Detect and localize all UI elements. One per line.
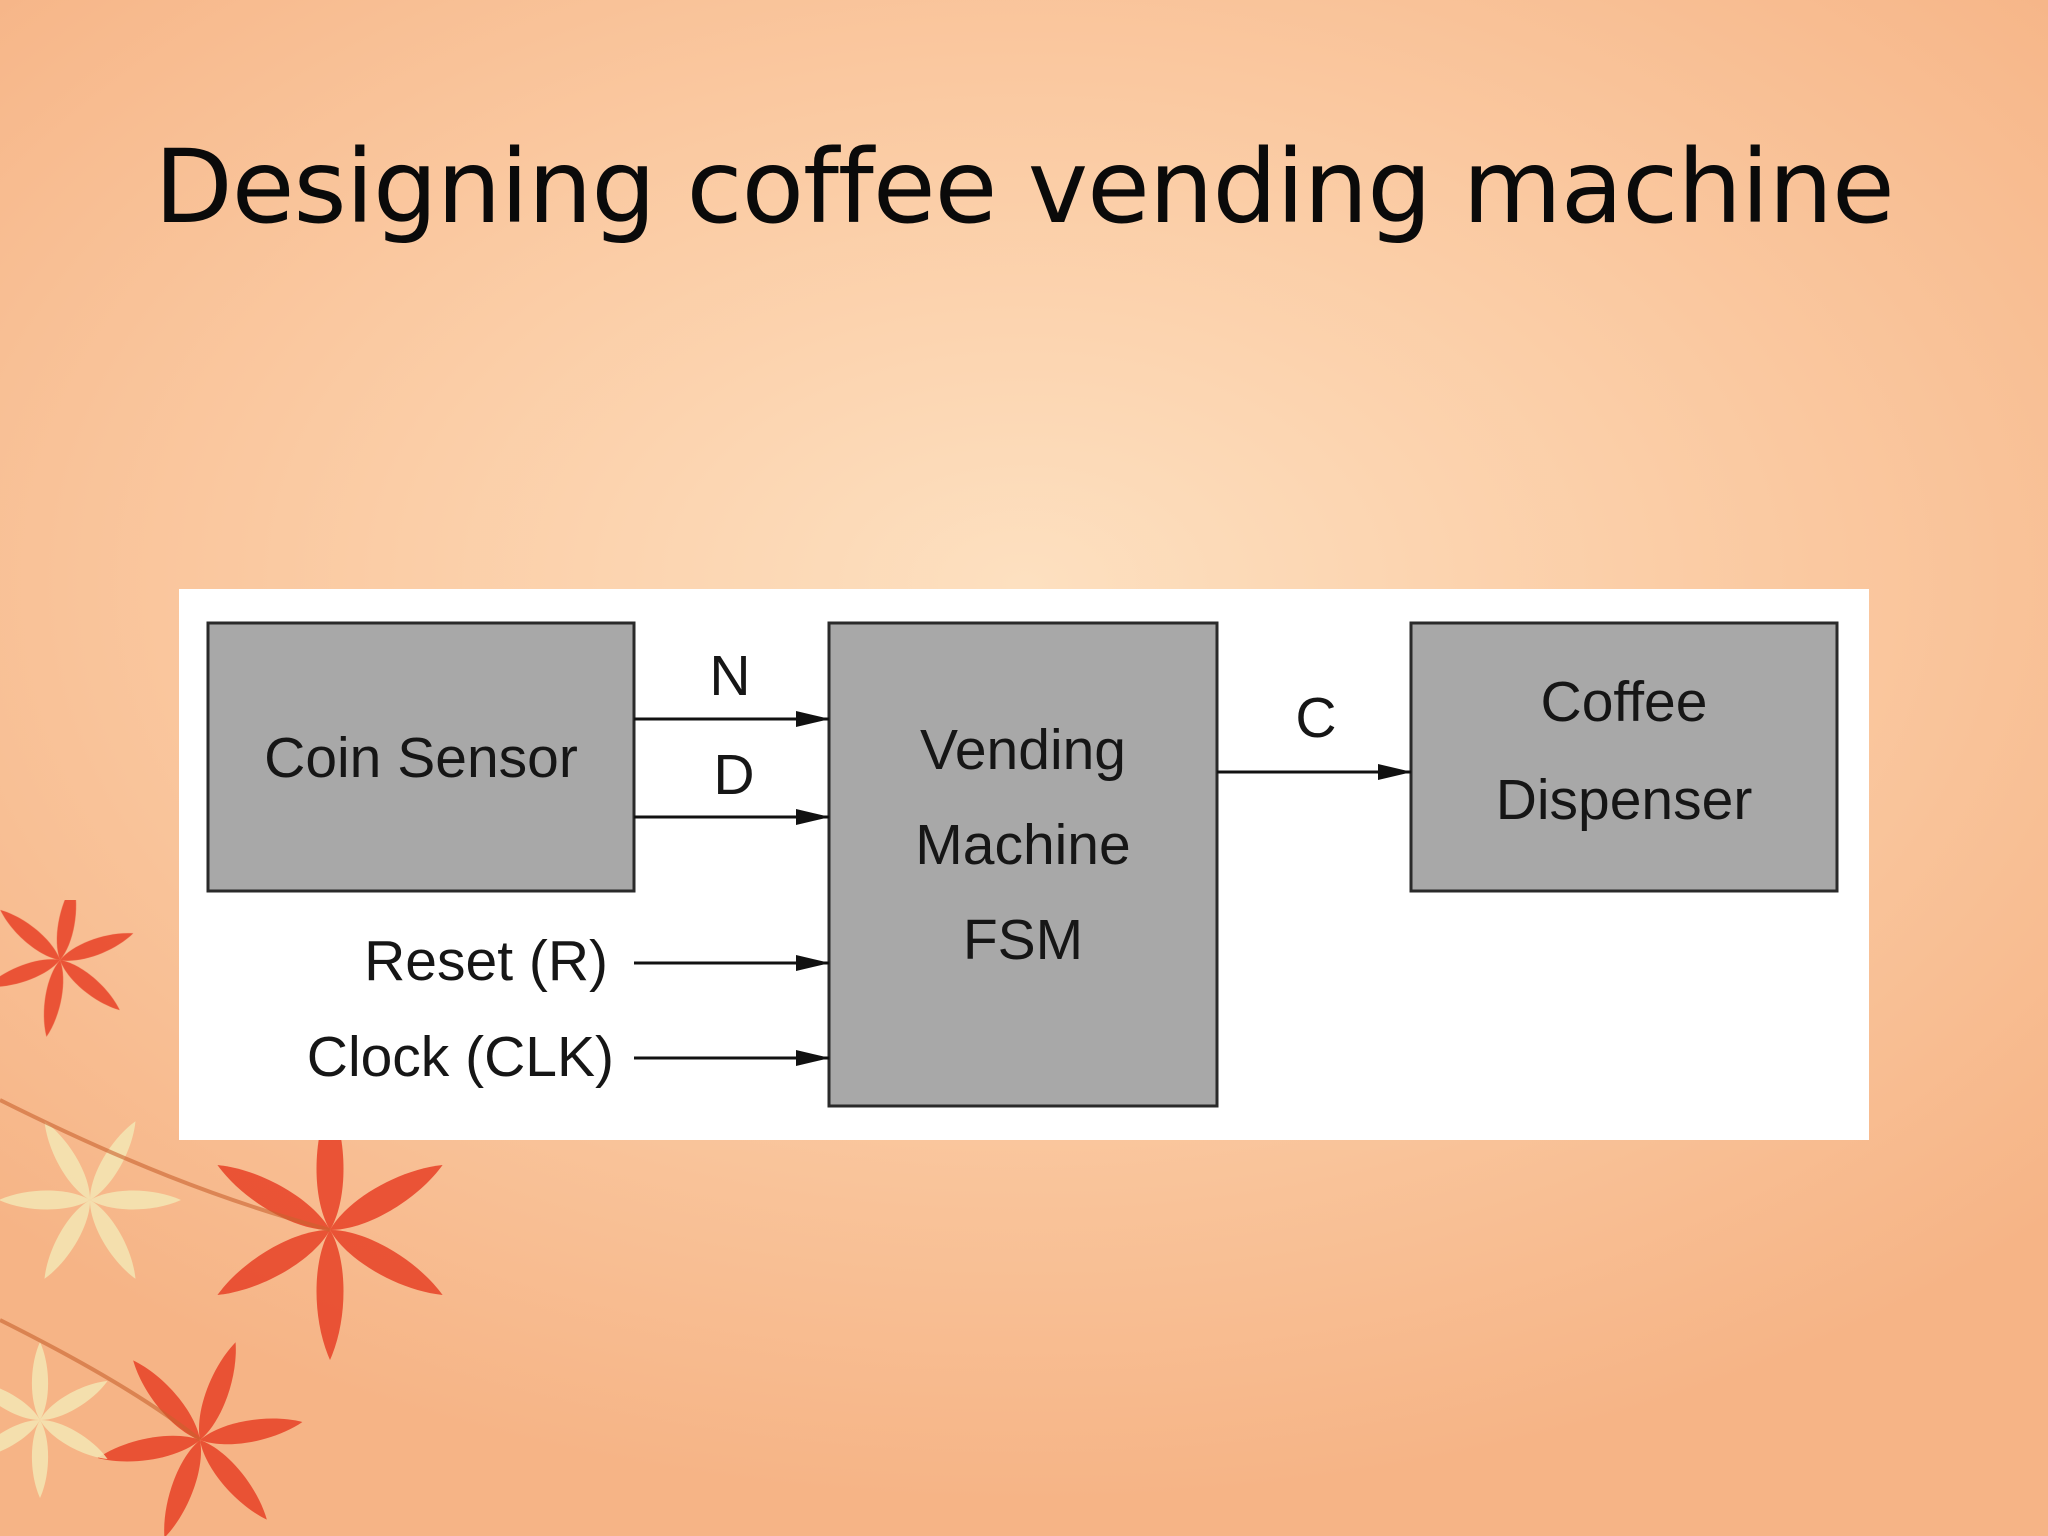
block-diagram-svg: Coin Sensor Vending Machine FSM Coffee D… bbox=[206, 621, 1839, 1108]
signal-reset-label: Reset (R) bbox=[364, 929, 608, 993]
signal-n-label: N bbox=[709, 644, 750, 708]
block-diagram: Coin Sensor Vending Machine FSM Coffee D… bbox=[179, 589, 1869, 1140]
coffee-dispenser-block bbox=[1409, 621, 1839, 893]
fsm-label-line1: Vending bbox=[920, 718, 1126, 782]
dispenser-label-line2: Dispenser bbox=[1496, 768, 1753, 832]
signal-d-label: D bbox=[713, 743, 754, 807]
dispenser-label-line1: Coffee bbox=[1541, 670, 1708, 734]
fsm-block bbox=[827, 621, 1219, 1108]
fsm-label-line2: Machine bbox=[915, 813, 1130, 877]
coin-sensor-label: Coin Sensor bbox=[264, 726, 578, 790]
fsm-label-line3: FSM bbox=[963, 908, 1083, 972]
flower-icon bbox=[0, 900, 450, 1536]
signal-c-label: C bbox=[1295, 686, 1336, 750]
signal-clock-label: Clock (CLK) bbox=[307, 1025, 614, 1089]
slide-title: Designing coffee vending machine bbox=[154, 128, 1895, 247]
coin-sensor-block bbox=[206, 621, 636, 893]
